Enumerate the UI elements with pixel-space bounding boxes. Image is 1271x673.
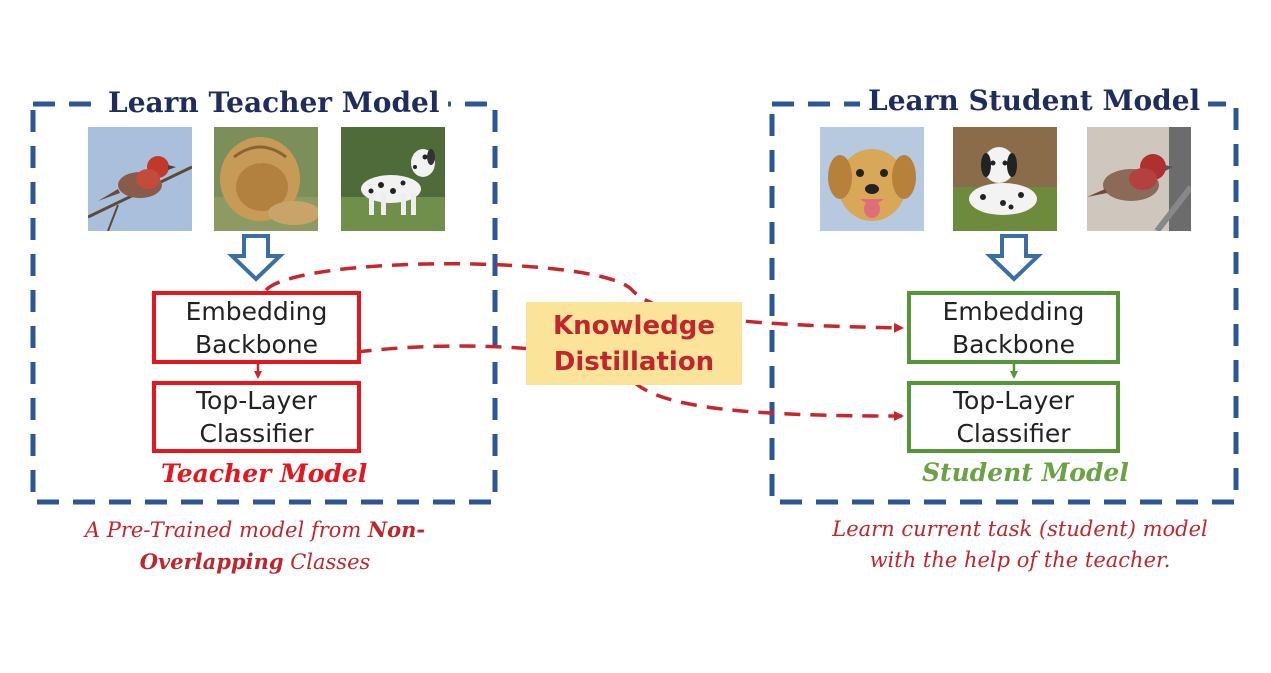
teacher-caption-part2: Classes xyxy=(283,550,371,574)
student-caption: Learn current task (student) model with … xyxy=(800,514,1240,576)
teacher-down-arrow xyxy=(227,234,285,282)
teacher-classifier-line2: Classifier xyxy=(199,419,314,448)
dalmatian-lying-photo xyxy=(953,127,1057,231)
student-embedding-backbone: Embedding Backbone xyxy=(907,291,1120,364)
student-classifier-line2: Classifier xyxy=(956,419,1071,448)
finch-photo xyxy=(1087,127,1191,231)
teacher-caption-part1: A Pre-Trained model from xyxy=(84,518,368,542)
teacher-panel-title: Learn Teacher Model xyxy=(100,86,448,119)
lion-photo xyxy=(214,127,318,231)
student-backbone-line1: Embedding xyxy=(942,296,1085,326)
golden-retriever-photo xyxy=(820,127,924,231)
bird-photo xyxy=(88,127,192,231)
student-top-layer-classifier: Top-Layer Classifier xyxy=(907,381,1120,453)
distillation-line1: Knowledge xyxy=(553,310,715,341)
teacher-classifier-line1: Top-Layer xyxy=(196,386,317,415)
teacher-caption: A Pre-Trained model from Non- Overlappin… xyxy=(60,514,450,578)
student-classifier-line1: Top-Layer xyxy=(953,386,1074,415)
dalmatian-photo xyxy=(341,127,445,231)
student-backbone-line2: Backbone xyxy=(951,329,1076,359)
teacher-caption-bold2: Overlapping xyxy=(139,549,284,574)
teacher-caption-bold1: Non- xyxy=(367,517,426,542)
student-caption-line2: with the help of the teacher. xyxy=(869,548,1171,572)
teacher-backbone-line2: Backbone xyxy=(194,329,319,359)
teacher-top-layer-classifier: Top-Layer Classifier xyxy=(152,381,361,453)
distillation-line2: Distillation xyxy=(553,346,715,377)
teacher-embedding-backbone: Embedding Backbone xyxy=(152,291,361,364)
student-panel-title: Learn Student Model xyxy=(860,84,1209,117)
student-caption-line1: Learn current task (student) model xyxy=(832,517,1208,541)
teacher-backbone-line1: Embedding xyxy=(185,296,328,326)
teacher-model-label: Teacher Model xyxy=(161,459,368,488)
student-model-label: Student Model xyxy=(922,458,1129,487)
knowledge-distillation-label: Knowledge Distillation xyxy=(526,302,742,385)
student-down-arrow xyxy=(985,234,1043,282)
distill-arrow-backbone xyxy=(264,262,904,333)
